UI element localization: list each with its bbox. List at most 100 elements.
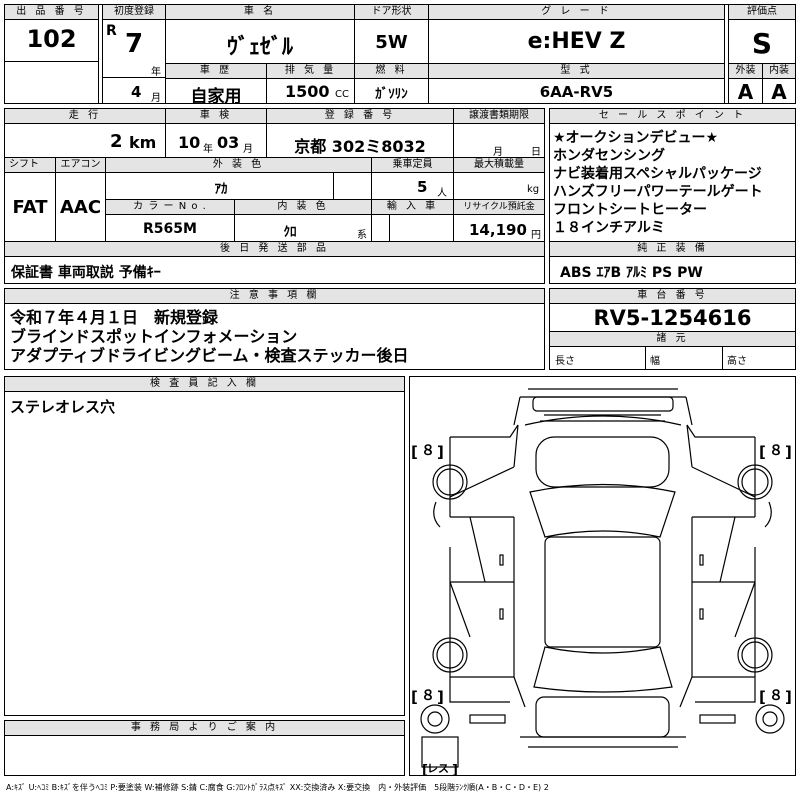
fuel: ｶﾞｿﾘﾝ	[375, 87, 408, 102]
svg-text:]: ]	[437, 688, 444, 706]
color-no-label: カ ラ ー N o .	[106, 200, 234, 215]
doc-day-unit: 日	[531, 147, 541, 158]
svg-text:]: ]	[785, 688, 792, 706]
model-code: 6AA-RV5	[539, 83, 614, 101]
sales-points-block: セ ー ル ス ポ イ ン ト ★オークションデビュー★ ホンダセンシング ナビ…	[549, 108, 796, 284]
plate-number: 京都 302ミ8032	[294, 137, 426, 156]
interior-grade: A	[771, 80, 787, 104]
ext-label: 外装	[729, 64, 762, 79]
inspection-label: 車 検	[166, 109, 266, 124]
car-body-diagram: [] [] [] [] []	[411, 388, 792, 775]
reg-year: 7	[125, 29, 144, 59]
doc-month-unit: 月	[493, 147, 503, 158]
shift-type: FAT	[12, 197, 48, 218]
insp-year-unit: 年	[203, 144, 213, 155]
dims-label: 諸 元	[550, 332, 795, 347]
car-diagram-block: [] [] [] [] [] ８ ８ ８ ８ レス	[409, 376, 796, 776]
import-label: 輸 入 車	[372, 200, 453, 215]
later-parts-label: 後 日 発 送 部 品	[5, 242, 544, 257]
sales-point: ホンダセンシング	[553, 148, 665, 164]
exterior-grade: A	[737, 80, 754, 104]
inspector-label: 検 査 員 記 入 欄	[5, 377, 404, 392]
sales-point: １８インチアルミ	[553, 220, 665, 236]
sales-points-label: セ ー ル ス ポ イ ン ト	[550, 109, 795, 124]
sales-point: フロントシートヒーター	[553, 202, 707, 218]
era: R	[106, 23, 117, 39]
sales-point: ハンズフリーパワーテールゲート	[553, 184, 763, 200]
notes-block: 注 意 事 項 欄 令和７年４月１日 新規登録 ブラインドスポットインフォメーシ…	[4, 288, 545, 370]
svg-text:[: [	[411, 443, 418, 461]
lot-number: 102	[26, 25, 77, 53]
ac-label: エアコン	[56, 158, 105, 173]
chassis-number: RV5-1254616	[593, 306, 752, 330]
spare-tire-status: レス	[427, 762, 449, 775]
month-unit: 月	[151, 93, 161, 104]
ac-type: AAC	[59, 197, 102, 218]
header-block: 出 品 番 号 102 初度登録 R 7 年 4 月 車 名 ｳﾞｪｾﾞﾙ ドア…	[4, 4, 796, 107]
lot-label: 出 品 番 号	[5, 5, 98, 20]
height-label: 高さ	[727, 356, 747, 367]
svg-text:[: [	[411, 688, 418, 706]
color-number: R565M	[143, 221, 197, 237]
svg-text:[: [	[759, 443, 766, 461]
mileage-label: 走 行	[5, 109, 165, 124]
exterior-color: ｱｶ	[214, 182, 228, 197]
vehicle-info-block: 走 行 2 km 車 検 10 年 03 月 登 録 番 号 京都 302ミ80…	[4, 108, 545, 284]
inspector-comment: ステレオレス穴	[10, 398, 116, 416]
insp-month-unit: 月	[243, 144, 253, 155]
car-name-label: 車 名	[166, 5, 354, 20]
door-label: ドア形状	[355, 5, 428, 20]
inspection-month: 03	[217, 133, 240, 152]
doc-deadline-label: 譲渡書類期限	[454, 109, 544, 124]
office-block: 事 務 局 よ り ご 案 内	[4, 720, 405, 776]
recycle-label: リサイクル預託金	[454, 200, 544, 215]
mileage: 2	[110, 131, 123, 152]
sales-point: ナビ装着用スペシャルパッケージ	[553, 166, 762, 182]
year-unit: 年	[151, 67, 161, 78]
svg-text:]: ]	[785, 443, 792, 461]
note-line: ブラインドスポットインフォメーション	[10, 327, 298, 346]
load-label: 最大積載量	[454, 158, 544, 173]
plate-label: 登 録 番 号	[267, 109, 453, 124]
tire-tread-front-right: ８	[769, 443, 783, 459]
model-label: 型 式	[429, 64, 724, 79]
interior-unit: 系	[357, 230, 367, 241]
note-line: 令和７年４月１日 新規登録	[10, 308, 219, 327]
yen-unit: 円	[531, 230, 541, 241]
first-reg-label: 初度登録	[103, 5, 165, 20]
equipment-label: 純 正 装 備	[550, 242, 795, 257]
office-label: 事 務 局 よ り ご 案 内	[5, 721, 404, 736]
capacity-unit: 人	[437, 188, 447, 199]
equipment-list: ABS ｴｱB ｱﾙﾐ PS PW	[560, 265, 703, 281]
score-label: 評価点	[729, 5, 795, 20]
chassis-label: 車 台 番 号	[550, 289, 795, 304]
svg-text:[: [	[759, 688, 766, 706]
notes-label: 注 意 事 項 欄	[5, 289, 544, 304]
door-type: 5W	[375, 32, 408, 53]
sales-point: ★オークションデビュー★	[553, 130, 719, 146]
width-label: 幅	[650, 356, 660, 367]
history-label: 車 歴	[166, 64, 266, 79]
inspection-year: 10	[178, 133, 201, 152]
overall-score: S	[751, 27, 773, 60]
recycle-fee: 14,190	[469, 221, 527, 239]
displacement: 1500	[285, 82, 330, 101]
grade-label: グ レ ー ド	[429, 5, 724, 20]
shift-label: シフト	[5, 158, 55, 173]
later-parts: 保証書 車両取説 予備ｷｰ	[11, 265, 161, 281]
capacity: 5	[417, 178, 428, 196]
notes-list: 令和７年４月１日 新規登録 ブラインドスポットインフォメーション アダプティブド…	[10, 308, 409, 365]
tire-tread-rear-right: ８	[769, 688, 783, 704]
reg-month: 4	[131, 83, 142, 101]
chassis-block: 車 台 番 号 RV5-1254616 諸 元 長さ 幅 高さ	[549, 288, 796, 370]
int-label: 内装	[763, 64, 795, 79]
sales-points-list: ★オークションデビュー★ ホンダセンシング ナビ装着用スペシャルパッケージ ハン…	[553, 129, 763, 237]
capacity-label: 乗車定員	[372, 158, 453, 173]
car-name: ｳﾞｪｾﾞﾙ	[226, 35, 293, 60]
fuel-label: 燃 料	[355, 64, 428, 79]
length-label: 長さ	[555, 356, 575, 367]
svg-text:]: ]	[452, 763, 458, 775]
grade: e:HEV Z	[527, 29, 626, 54]
cc-unit: CC	[335, 89, 349, 100]
tire-tread-front-left: ８	[421, 443, 435, 459]
